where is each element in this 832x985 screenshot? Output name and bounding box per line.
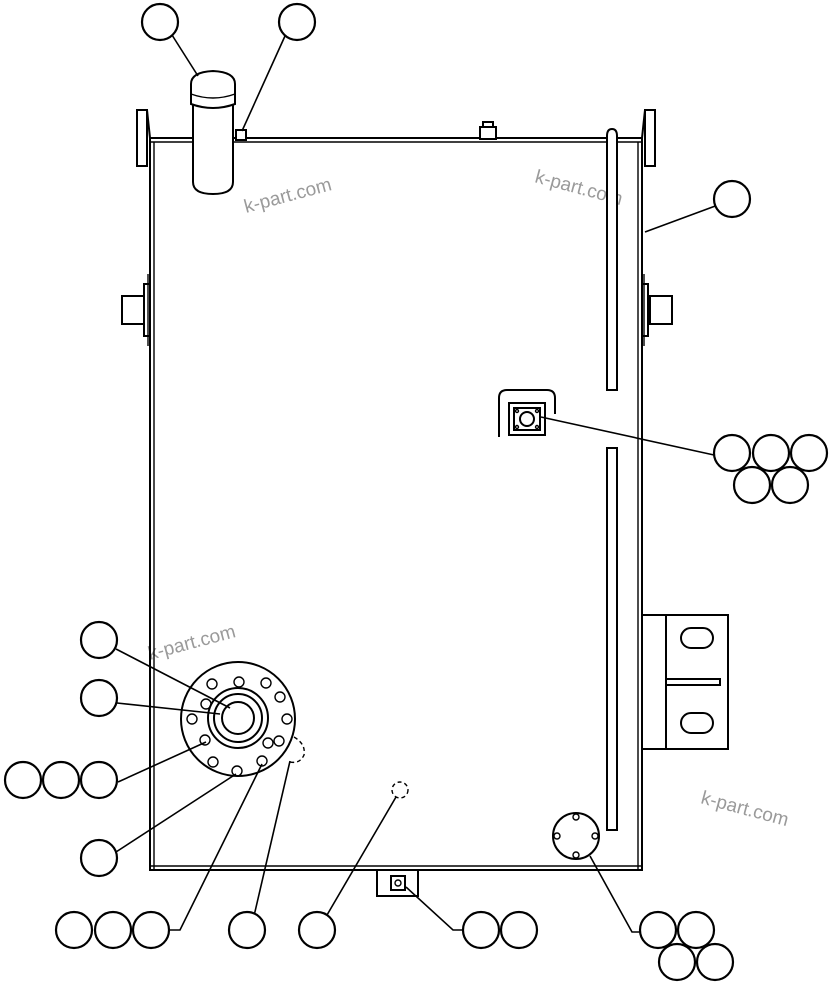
callout-top-2[interactable] [277, 2, 317, 42]
bottom-drain-valve [376, 869, 419, 897]
callouts [3, 2, 829, 982]
callout-drain-group-2[interactable] [751, 433, 791, 473]
callout-drain-group-4[interactable] [732, 465, 772, 505]
callout-bottom-group-1[interactable] [54, 910, 94, 950]
callout-top-1[interactable] [140, 2, 180, 42]
watermark: k-part.com [146, 621, 238, 665]
callout-valve-group-2[interactable] [499, 910, 539, 950]
callout-cover-group-2[interactable] [676, 910, 716, 950]
drain-plug-hidden [391, 781, 409, 799]
callout-flange-1[interactable] [79, 620, 119, 660]
callout-right-upper[interactable] [712, 179, 752, 219]
callout-bottom-group-3[interactable] [131, 910, 171, 950]
side-mount-left [121, 274, 151, 346]
callout-drain-group-1[interactable] [712, 433, 752, 473]
callout-flange-group-3[interactable] [79, 760, 119, 800]
top-fitting-small [235, 129, 247, 141]
side-mount-right [641, 274, 673, 346]
suction-flange [180, 661, 305, 777]
callout-bottom-group-2[interactable] [93, 910, 133, 950]
callout-cover-group-1[interactable] [638, 910, 678, 950]
callout-flange-2[interactable] [79, 678, 119, 718]
callout-cover-group-3[interactable] [657, 942, 697, 982]
corner-brackets [136, 109, 656, 167]
top-plug [479, 121, 497, 140]
filler-neck [190, 69, 236, 196]
callout-bottom-5[interactable] [297, 910, 337, 950]
watermark: k-part.com [699, 788, 791, 832]
level-gauge-window [498, 389, 556, 437]
level-gauge-tube [606, 127, 618, 831]
callout-bottom-4[interactable] [227, 910, 267, 950]
callout-drain-group-3[interactable] [789, 433, 829, 473]
mount-bracket-right [641, 614, 729, 750]
inspection-cover [552, 812, 600, 860]
watermark: k-part.com [242, 174, 334, 218]
callout-flange-group-1[interactable] [3, 760, 43, 800]
callout-cover-group-4[interactable] [695, 942, 735, 982]
callout-flange-4[interactable] [79, 838, 119, 878]
leader-lines [115, 34, 719, 933]
callout-valve-group-1[interactable] [461, 910, 501, 950]
callout-flange-group-2[interactable] [41, 760, 81, 800]
callout-drain-group-5[interactable] [770, 465, 810, 505]
